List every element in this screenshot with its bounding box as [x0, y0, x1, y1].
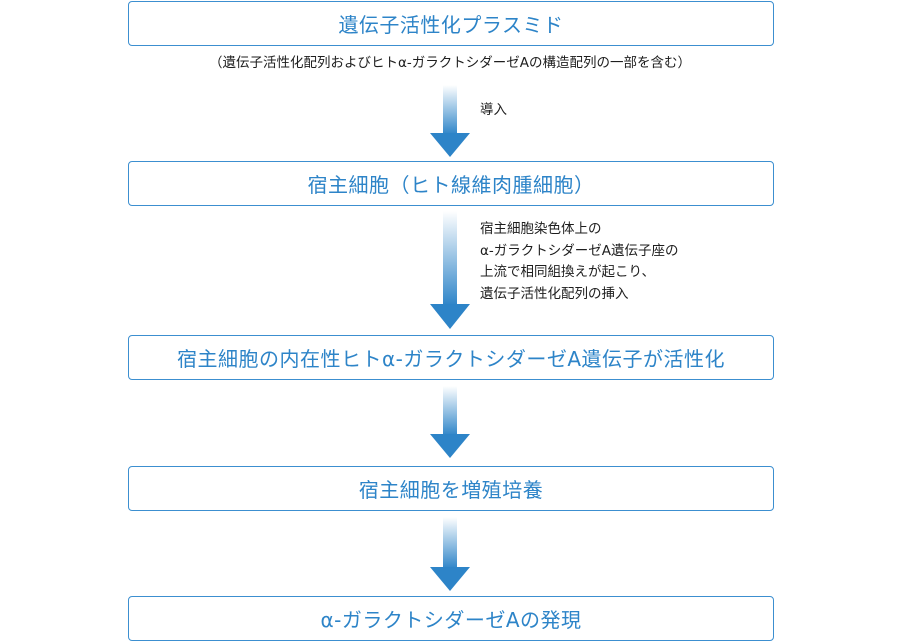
step-cell-culture: 宿主細胞を増殖培養	[128, 466, 774, 511]
flow-arrow-down-icon	[430, 386, 470, 458]
step-label: 遺伝子活性化プラスミド	[338, 13, 564, 37]
integration-note-line: 宿主細胞染色体上の	[480, 221, 602, 237]
integration-note-line: 上流で相同組換えが起こり、	[480, 264, 655, 280]
flow-arrow-down-icon	[430, 517, 470, 591]
step-gene-activation-plasmid: 遺伝子活性化プラスミド	[128, 1, 774, 46]
step-label: 宿主細胞の内在性ヒトα-ガラクトシダーゼA遺伝子が活性化	[176, 347, 726, 371]
step-enzyme-expression: α-ガラクトシダーゼAの発現	[128, 596, 774, 641]
step-label: 宿主細胞（ヒト線維肉腫細胞）	[307, 173, 595, 197]
integration-note-line: 遺伝子活性化配列の挿入	[480, 285, 629, 302]
step-label: 宿主細胞を増殖培養	[358, 478, 544, 502]
step-label: α-ガラクトシダーゼAの発現	[320, 608, 582, 632]
introduction-label: 導入	[480, 102, 507, 118]
integration-note-line: α-ガラクトシダーゼA遺伝子座の	[480, 242, 679, 259]
step-host-cell: 宿主細胞（ヒト線維肉腫細胞）	[128, 161, 774, 206]
step-gene-activated: 宿主細胞の内在性ヒトα-ガラクトシダーゼA遺伝子が活性化	[128, 335, 774, 380]
integration-note: 宿主細胞染色体上の α-ガラクトシダーゼA遺伝子座の 上流で相同組換えが起こり、…	[480, 219, 679, 305]
plasmid-detail-note: （遺伝子活性化配列およびヒトα-ガラクトシダーゼAの構造配列の一部を含む）	[208, 55, 691, 71]
flow-arrow-down-icon	[430, 211, 470, 329]
flow-arrow-down-icon	[430, 85, 470, 157]
